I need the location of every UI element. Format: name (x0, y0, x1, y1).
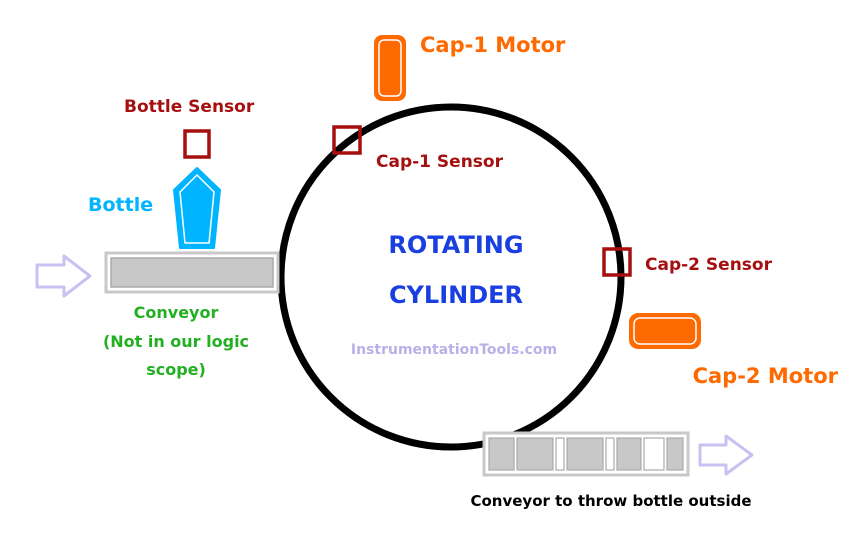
output-conveyor-slat (605, 437, 615, 471)
conveyor-label-line3: scope) (146, 360, 206, 379)
bottle-label: Bottle (88, 194, 153, 216)
output-conveyor-slat (555, 437, 565, 471)
cap2-sensor-label: Cap-2 Sensor (645, 255, 773, 275)
output-conveyor-slat (566, 437, 604, 471)
cap1-sensor (332, 125, 362, 155)
bottle-sensor (183, 129, 211, 159)
cap2-motor-label: Cap-2 Motor (693, 364, 839, 388)
conveyor-label-line2: (Not in our logic (103, 332, 249, 351)
input-conveyor-belt (110, 257, 274, 288)
cylinder-label-line1: ROTATING (388, 231, 523, 259)
rotating-cylinder (277, 103, 625, 451)
cap2-sensor (602, 247, 632, 277)
cap1-sensor-label: Cap-1 Sensor (376, 152, 504, 172)
right-arrow-icon (35, 254, 92, 298)
cap1-motor-label: Cap-1 Motor (420, 33, 566, 57)
output-conveyor-slat (643, 437, 665, 471)
bottle-highlight (179, 174, 215, 244)
output-conveyor-slat (616, 437, 642, 471)
output-conveyor-slat (666, 437, 684, 471)
cap2-motor-highlight (633, 317, 697, 345)
cap1-motor-highlight (378, 39, 402, 97)
output-conveyor-slat (516, 437, 554, 471)
watermark: InstrumentationTools.com (351, 342, 557, 358)
bottle-shape (173, 167, 221, 249)
right-arrow-icon (698, 434, 754, 476)
conveyor-label-line1: Conveyor (134, 303, 219, 322)
cap1-motor (374, 35, 406, 101)
cap2-motor (629, 313, 701, 349)
bottle-sensor-label: Bottle Sensor (124, 97, 255, 117)
cylinder-label-line2: CYLINDER (389, 281, 523, 309)
output-conveyor-label: Conveyor to throw bottle outside (470, 492, 751, 510)
output-conveyor-slat (488, 437, 515, 471)
